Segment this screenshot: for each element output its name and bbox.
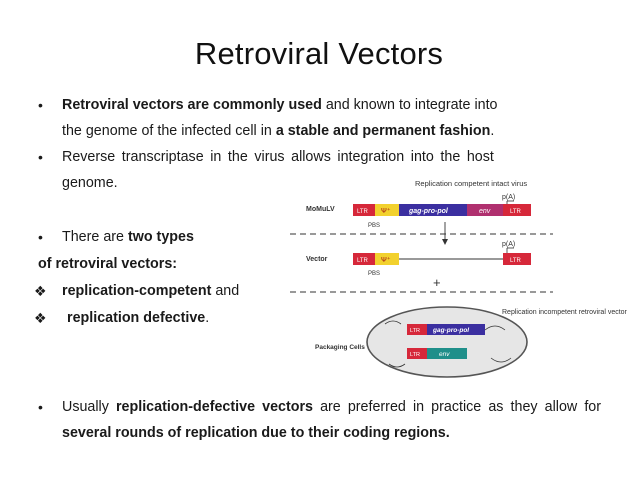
- bullet-2: •: [38, 149, 43, 165]
- label-pa-2: p(A): [502, 241, 515, 248]
- vector-psi: [375, 253, 399, 265]
- retroviral-vector-diagram: Replication competent intact virus p(A) …: [290, 179, 628, 378]
- p1-text-2: the genome of the infected cell in: [62, 123, 276, 139]
- svg-text:gag-pro-pol: gag-pro-pol: [432, 327, 469, 334]
- svg-text:LTR: LTR: [410, 352, 420, 358]
- momulv-ltr-left: [353, 204, 375, 216]
- p3-bold-2: of retroviral vectors:: [38, 256, 178, 272]
- diamond-bullet-1: ❖: [34, 283, 47, 299]
- label-pbs-1: PBS: [368, 223, 380, 229]
- svg-text:LTR: LTR: [510, 258, 522, 264]
- diamond-bullet-2: ❖: [34, 310, 47, 326]
- label-pa-1: p(A): [502, 194, 515, 201]
- paragraph-3-line-1: There are two types: [62, 224, 194, 250]
- p4-text-2: are preferred in practice as they allow …: [312, 399, 601, 415]
- paragraph-2-line-2: genome.: [62, 175, 118, 191]
- svg-text:LTR: LTR: [510, 209, 522, 215]
- vector-ltr-right: [503, 253, 531, 265]
- type-2-bold: replication defective: [67, 310, 206, 326]
- svg-text:gag-pro-pol: gag-pro-pol: [408, 208, 449, 215]
- type-item-2: replication defective.: [67, 305, 209, 331]
- label-competent: Replication competent intact virus: [415, 179, 527, 188]
- type-1-text: and: [211, 283, 240, 299]
- svg-text:LTR: LTR: [357, 258, 369, 264]
- p1-text-1: and known to integrate into: [321, 97, 498, 113]
- bullet-4: •: [38, 399, 43, 415]
- label-pbs-2: PBS: [368, 271, 380, 277]
- svg-text:LTR: LTR: [357, 209, 369, 215]
- momulv-env: [467, 204, 503, 216]
- pkg-ltr-2: [407, 348, 427, 359]
- pkg-env: [427, 348, 467, 359]
- p1-bold-2: a stable and permanent fashion: [275, 123, 491, 139]
- svg-text:LTR: LTR: [410, 328, 420, 334]
- momulv-psi: [375, 204, 399, 216]
- label-incompetent: Replication incompetent retroviral vecto…: [502, 309, 628, 316]
- momulv-ltr-right: [503, 204, 531, 216]
- p4-bold-2: several rounds of replication due to the…: [62, 425, 450, 441]
- bullet-3: •: [38, 229, 43, 245]
- p3-bold-1: two types: [127, 229, 194, 245]
- pkg-ltr-1: [407, 324, 427, 335]
- svg-text:env: env: [479, 208, 491, 215]
- label-vector: Vector: [306, 256, 328, 263]
- paragraph-1-line-1: Retroviral vectors are commonly used and…: [62, 92, 498, 118]
- paragraph-2-line-1: Reverse transcriptase in the virus allow…: [62, 149, 494, 165]
- svg-text:Ψ⁺: Ψ⁺: [381, 207, 391, 215]
- label-plus: +: [433, 275, 441, 290]
- type-2-text: .: [205, 310, 210, 326]
- label-momulv: MoMuLV: [306, 206, 335, 213]
- p4-bold-1: replication-defective vectors: [115, 399, 313, 415]
- p1-bold-1: Retroviral vectors are commonly used: [62, 97, 322, 113]
- paragraph-4: Usually replication-defective vectors ar…: [62, 394, 601, 446]
- paragraph-1-line-2: the genome of the infected cell in a sta…: [62, 118, 494, 144]
- pkg-gag-pro-pol: [427, 324, 485, 335]
- p4-text-1: Usually: [62, 399, 116, 415]
- vector-ltr-left: [353, 253, 375, 265]
- bullet-1: •: [38, 97, 43, 113]
- slide-title: Retroviral Vectors: [194, 36, 444, 71]
- type-item-1: replication-competent and: [62, 278, 239, 304]
- p3-text-1: There are: [62, 229, 128, 245]
- svg-text:env: env: [439, 351, 450, 358]
- type-1-bold: replication-competent: [62, 283, 212, 299]
- paragraph-3-line-2: of retroviral vectors:: [38, 251, 177, 277]
- p1-text-3: .: [490, 123, 495, 139]
- packaging-cell: [366, 306, 528, 378]
- svg-text:Ψ⁺: Ψ⁺: [381, 256, 391, 264]
- label-packaging: Packaging Cells: [315, 344, 365, 351]
- momulv-gag-pro-pol: [399, 204, 467, 216]
